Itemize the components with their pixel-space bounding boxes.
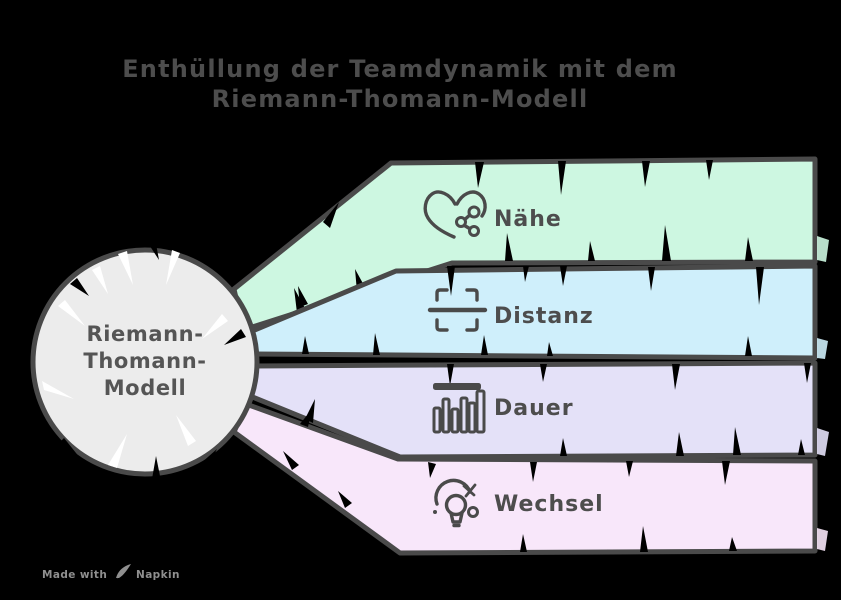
band-distanz-residue [817,338,828,359]
center-circle [30,247,260,477]
diagram-title-line1: Enthüllung der Teamdynamik mit dem [122,55,678,83]
center-label-line1: Riemann- [86,322,203,346]
center-node: Riemann- Thomann- Modell [30,238,260,479]
band-label-distanz: Distanz [494,304,594,329]
band-naehe-residue [817,236,829,262]
footer-attribution: Made with Napkin [42,564,180,581]
feather-icon-quill [116,565,129,579]
diagram-title-line2: Riemann-Thomann-Modell [212,85,589,113]
band-dauer-residue [817,428,829,456]
band-wechsel-residue [817,528,828,551]
center-label-line2: Thomann- [83,349,206,373]
heart-share-icon [423,190,487,239]
bar-chart-icon [432,383,486,434]
sketch-texture [58,238,246,479]
center-label-line3: Modell [104,376,187,400]
made-with-text: Made with [42,569,107,581]
band-label-dauer: Dauer [494,396,574,421]
focus-frame-icon [427,288,488,332]
bulb-refresh-icon [433,478,479,528]
band-label-naehe: Nähe [494,207,562,232]
band-label-wechsel: Wechsel [494,492,604,517]
napkin-brand-text: Napkin [136,569,180,581]
